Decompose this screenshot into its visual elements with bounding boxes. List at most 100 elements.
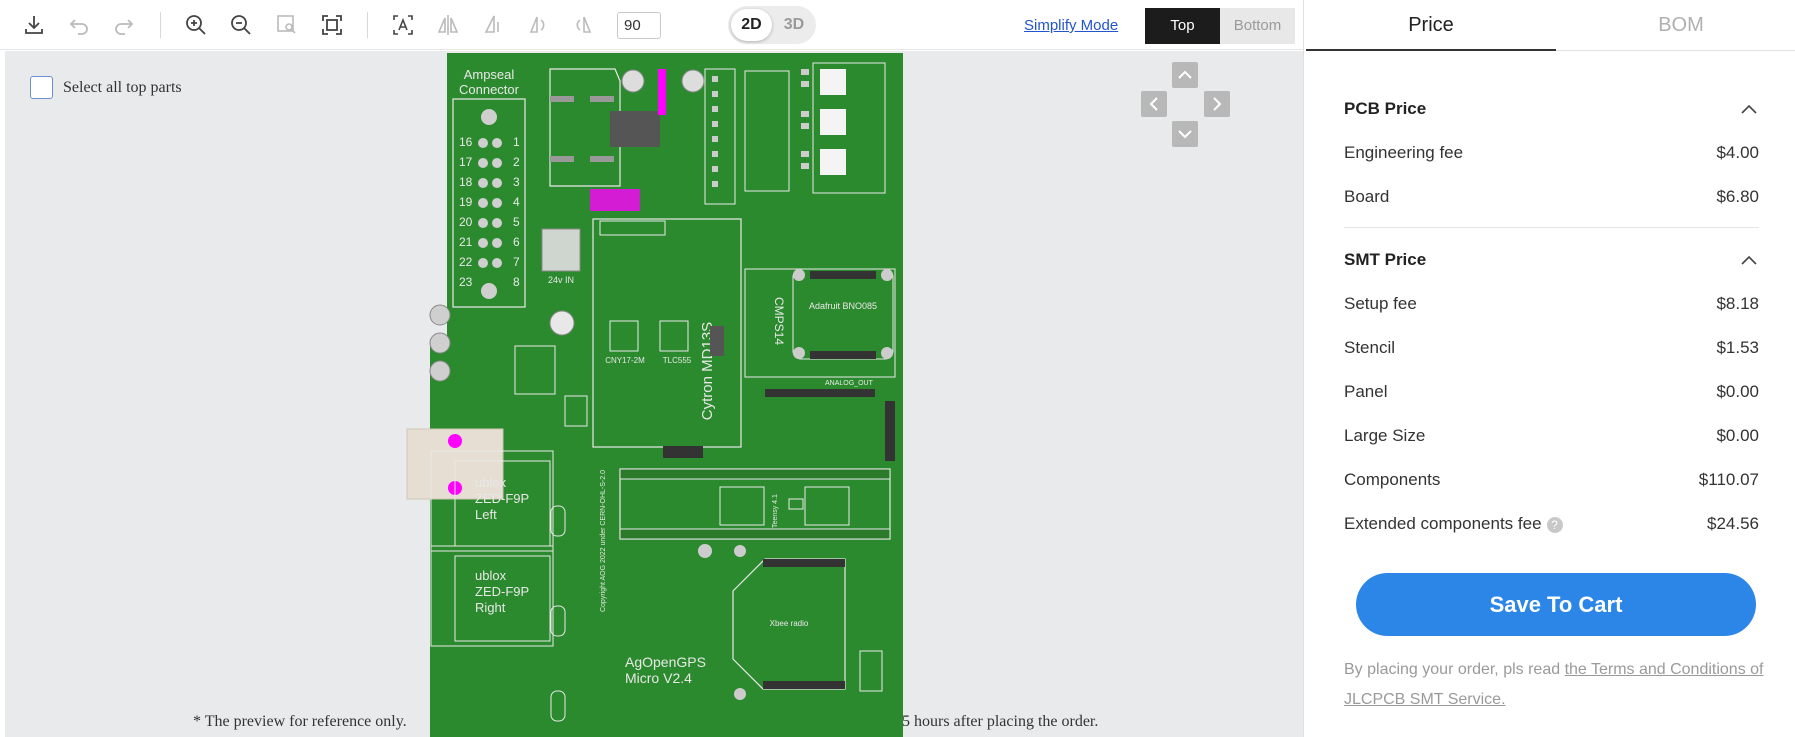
rotate-right-icon[interactable]: [570, 12, 596, 38]
price-label: Setup fee: [1344, 294, 1417, 313]
header-outline: [599, 220, 666, 236]
price-row-stencil: Stencil $1.53: [1344, 333, 1759, 363]
pan-left-button[interactable]: [1141, 91, 1167, 117]
rtk-header: [859, 650, 883, 692]
zoom-area-icon[interactable]: [274, 12, 300, 38]
price-value: $4.00: [1716, 143, 1759, 162]
mount-hole: [481, 283, 497, 299]
arrow-left-icon: [1149, 97, 1158, 111]
fit-screen-icon[interactable]: [319, 12, 345, 38]
view-mode-toggle: 2D 3D: [728, 6, 816, 44]
select-all-checkbox[interactable]: [30, 76, 53, 99]
download-icon[interactable]: [21, 12, 47, 38]
mount-hole: [698, 544, 712, 558]
pcb-preview-canvas[interactable]: Select all top parts Ampseal Connector: [5, 51, 1303, 737]
tab-bom[interactable]: BOM: [1556, 0, 1795, 51]
header-pins: [619, 528, 891, 540]
save-to-cart-button[interactable]: Save To Cart: [1356, 573, 1756, 636]
pcb-price-title: PCB Price: [1344, 99, 1427, 118]
xbee-label: Xbee radio: [770, 619, 809, 628]
ampseal-right-pin-numbers: 1 2 3 4 5 6 7 8: [513, 135, 520, 289]
pan-down-button[interactable]: [1172, 121, 1198, 147]
power-input-label: 24v IN: [548, 275, 574, 285]
ublox-right-label: Right: [475, 600, 506, 615]
capacitor: [681, 69, 705, 93]
smd-component: [564, 395, 588, 427]
pin-number: 2: [513, 155, 520, 169]
flip-horizontal-icon[interactable]: [435, 12, 461, 38]
arrow-right-icon: [1213, 97, 1222, 111]
smt-price-section-header[interactable]: SMT Price: [1344, 245, 1759, 275]
side-top-button[interactable]: Top: [1145, 8, 1220, 44]
chevron-up-icon[interactable]: [1739, 100, 1759, 118]
flip-vertical-icon[interactable]: [480, 12, 506, 38]
chevron-up-icon[interactable]: [1739, 251, 1759, 269]
price-breakdown[interactable]: PCB Price Engineering fee $4.00 Board $6…: [1304, 52, 1795, 565]
help-icon[interactable]: ?: [1546, 516, 1563, 533]
price-value: $0.00: [1716, 382, 1759, 401]
cny-label: CNY17-2M: [605, 356, 645, 365]
section-divider: [1344, 227, 1759, 228]
pin-number: 5: [513, 215, 520, 229]
magenta-pad: [448, 434, 462, 448]
ampseal-outline: [452, 98, 526, 308]
ic-footprint: [659, 320, 689, 352]
text-mode-icon[interactable]: [390, 12, 416, 38]
ublox-right-module: [454, 555, 551, 642]
tab-price[interactable]: Price: [1306, 0, 1556, 51]
preview-disclaimer-continued: 5 hours after placing the order.: [902, 713, 1099, 730]
header-outline: [704, 68, 736, 205]
pcb-price-section-header[interactable]: PCB Price: [1344, 94, 1759, 124]
ampseal-label: Ampseal: [464, 67, 515, 82]
left-connectors: [429, 304, 451, 382]
price-label-with-help: Extended components fee?: [1344, 509, 1563, 539]
price-row-large-size: Large Size $0.00: [1344, 421, 1759, 451]
price-row-setup-fee: Setup fee $8.18: [1344, 289, 1759, 319]
order-panel: Price BOM PCB Price Engineering fee $4.0…: [1303, 0, 1795, 737]
mount-hole: [881, 347, 893, 359]
price-label: Stencil: [1344, 338, 1396, 357]
cmps-label: CMPS14: [772, 297, 786, 345]
pin-number: 4: [513, 195, 520, 209]
price-value: $110.07: [1698, 470, 1759, 489]
view-3d-button[interactable]: 3D: [783, 16, 805, 33]
pin-number: 16: [459, 135, 473, 149]
pan-up-button[interactable]: [1172, 62, 1198, 88]
regulator-chip: [610, 111, 660, 147]
toolbar-divider: [367, 12, 368, 38]
simplify-mode-link[interactable]: Simplify Mode: [1024, 17, 1119, 34]
zoom-in-icon[interactable]: [183, 12, 209, 38]
select-all-top-parts[interactable]: Select all top parts: [30, 76, 182, 99]
price-value: $8.18: [1716, 294, 1759, 313]
mount-hole: [793, 347, 805, 359]
teensy-chip: [804, 486, 850, 526]
terms-link[interactable]: the Terms and Conditions of JLCPCB SMT S…: [1344, 661, 1764, 708]
side-bottom-button[interactable]: Bottom: [1220, 8, 1295, 44]
header-pins: [712, 76, 718, 187]
rotate-left-icon[interactable]: [525, 12, 551, 38]
connector-label: Connector: [459, 82, 520, 97]
terms-notice: By placing your order, pls read the Term…: [1344, 655, 1764, 715]
teensy-chip: [719, 486, 765, 526]
pan-right-button[interactable]: [1204, 91, 1230, 117]
rotation-angle-input[interactable]: [617, 12, 661, 39]
price-label: Large Size: [1344, 426, 1426, 445]
header-pins: [763, 559, 845, 567]
analog-out-label: ANALOG_OUT: [825, 380, 874, 387]
ublox-right-outline: [430, 545, 554, 647]
ic-footprint: [609, 320, 639, 352]
view-2d-button[interactable]: 2D: [731, 9, 772, 41]
header-pins: [619, 468, 891, 480]
preview-disclaimer: * The preview for reference only.: [193, 713, 407, 730]
copyright-label: Copyright AOG 2022 under CERN-OHL-S-2.0: [600, 470, 607, 612]
zoom-out-icon[interactable]: [228, 12, 254, 38]
toolbar-divider: [160, 12, 161, 38]
redo-icon[interactable]: [111, 12, 137, 38]
pin-number: 22: [459, 255, 473, 269]
undo-icon[interactable]: [66, 12, 92, 38]
price-value: $6.80: [1716, 187, 1759, 206]
magenta-trace: [658, 69, 666, 115]
price-label: Panel: [1344, 382, 1388, 401]
teensy-led: [788, 498, 804, 510]
sma-connector: [550, 690, 566, 722]
